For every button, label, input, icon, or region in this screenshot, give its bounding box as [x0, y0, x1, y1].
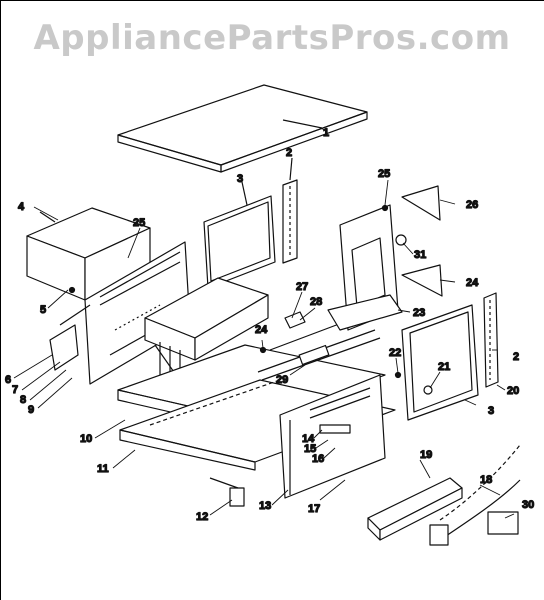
callout-1: 1 — [323, 127, 329, 139]
callout-25: 25 — [133, 217, 145, 229]
callout-14: 14 — [302, 433, 315, 445]
callout-25-right: 25 — [378, 168, 390, 180]
part-triangle-bracket-upper — [401, 185, 441, 221]
callout-13: 13 — [259, 500, 271, 512]
callout-16: 16 — [312, 453, 324, 465]
part-rear-frame — [327, 204, 407, 331]
callout-9: 9 — [28, 404, 34, 416]
callout-26: 26 — [466, 199, 478, 211]
callout-4: 4 — [18, 201, 25, 213]
part-side-panel-left — [203, 181, 276, 289]
part-coil-assembly — [144, 277, 269, 402]
callout-27: 27 — [296, 281, 308, 293]
callout-18: 18 — [480, 474, 492, 486]
callout-31: 31 — [414, 249, 426, 261]
part-drain-block — [367, 477, 463, 541]
callout-22: 22 — [389, 347, 401, 359]
callout-3-right: 3 — [488, 405, 494, 417]
callout-23: 23 — [413, 307, 425, 319]
part-control-panel — [279, 374, 386, 499]
callout-15: 15 — [304, 443, 316, 455]
part-bracket-small — [209, 477, 245, 507]
callout-2: 2 — [286, 147, 292, 159]
callout-6: 6 — [5, 374, 11, 386]
callout-20: 20 — [507, 385, 519, 397]
callout-24-right: 24 — [466, 277, 479, 289]
callout-17: 17 — [308, 503, 320, 515]
callout-19: 19 — [420, 449, 432, 461]
callout-labels: 1 2 3 4 25 5 6 7 8 9 10 11 12 13 14 15 1… — [4, 126, 534, 523]
callout-2-right: 2 — [513, 351, 519, 363]
callout-11: 11 — [97, 463, 109, 475]
part-top-panel — [117, 84, 368, 173]
callout-5: 5 — [40, 304, 46, 316]
part-side-panel-right — [401, 304, 479, 421]
callout-8: 8 — [20, 394, 26, 406]
part-power-cord — [429, 444, 521, 546]
callout-30: 30 — [522, 499, 534, 511]
screw-icons — [68, 204, 402, 379]
callout-29: 29 — [276, 374, 288, 386]
part-side-rail-left — [282, 157, 298, 264]
callout-10: 10 — [80, 433, 92, 445]
callout-24: 24 — [255, 324, 268, 336]
callout-28: 28 — [310, 296, 322, 308]
callout-3: 3 — [237, 173, 243, 185]
part-side-rail-right — [483, 292, 499, 388]
leader-lines — [13, 127, 515, 519]
callout-21: 21 — [438, 361, 450, 373]
callout-7: 7 — [12, 384, 18, 396]
part-triangle-bracket-lower — [401, 264, 443, 297]
callout-12: 12 — [196, 511, 208, 523]
